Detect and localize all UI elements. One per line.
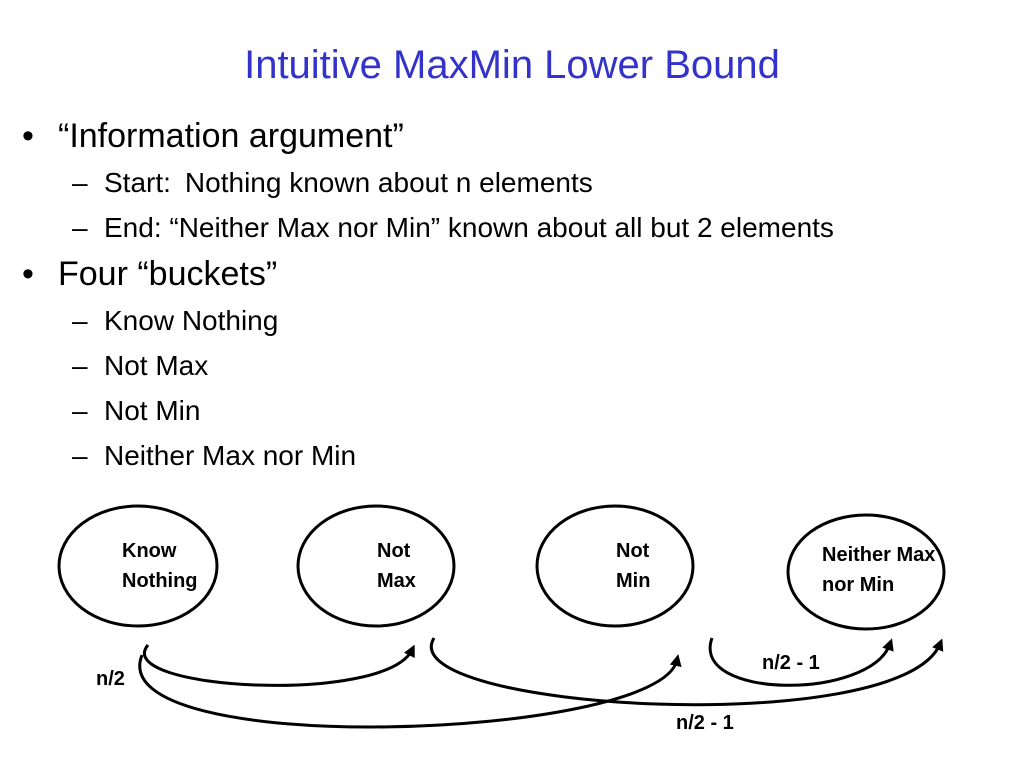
sub-bullet-start: – Start: Nothing known about n elements — [22, 160, 834, 205]
sub-bullet-lead: Start: — [104, 167, 171, 198]
bullet-text: “Information argument” — [58, 117, 404, 155]
node-label-neither: Neither Max nor Min — [822, 544, 936, 596]
node-know-nothing — [57, 504, 219, 628]
slide-title: Intuitive MaxMin Lower Bound — [244, 43, 780, 87]
node-label-not-min: Not Min — [616, 540, 651, 592]
edge-not-min-to-neither — [708, 637, 894, 687]
bullet-four-buckets: • Four “buckets” — [22, 250, 834, 298]
sub-bullet-text: Not Min — [104, 395, 201, 426]
edge-label-n-over-2: n/2 — [96, 668, 125, 690]
bullet-information-argument: • “Information argument” — [22, 112, 834, 160]
sub-bullet-text: Not Max — [104, 350, 209, 381]
sub-bullet-text: Know Nothing — [104, 305, 279, 336]
node-label-not-max: Not Max — [377, 540, 416, 592]
node-neither — [786, 513, 946, 631]
sub-bullet-neither: – Neither Max nor Min — [22, 433, 834, 478]
node-not-max — [296, 504, 456, 628]
sub-bullet-not-max: – Not Max — [22, 343, 834, 388]
edge-not-max-to-neither — [429, 637, 944, 707]
sub-bullet-mark: – — [72, 350, 88, 381]
sub-bullet-text: Neither Max nor Min — [104, 440, 357, 471]
bullet-list: • “Information argument” – Start: Nothing… — [22, 112, 834, 478]
sub-bullet-mark: – — [72, 305, 88, 336]
bullet-mark: • — [22, 117, 34, 155]
bullet-text: Four “buckets” — [58, 255, 278, 293]
bullet-mark: • — [22, 255, 34, 293]
sub-bullet-text: Nothing known about n elements — [184, 167, 593, 198]
sub-bullet-not-min: – Not Min — [22, 388, 834, 433]
edge-label-not-min-to-neither: n/2 - 1 — [762, 652, 820, 674]
node-label-know-nothing: Know Nothing — [122, 540, 198, 592]
sub-bullet-mark: – — [72, 440, 88, 471]
sub-bullet-mark: – — [72, 395, 88, 426]
edge-label-not-max-to-neither: n/2 - 1 — [676, 712, 734, 734]
node-not-min — [535, 504, 695, 628]
sub-bullet-end: – End: “Neither Max nor Min” known about… — [22, 205, 834, 250]
sub-bullet-text: End: “Neither Max nor Min” known about a… — [104, 212, 834, 243]
sub-bullet-mark: – — [72, 167, 88, 198]
edge-know-nothing-to-not-min — [138, 654, 682, 729]
sub-bullet-mark: – — [72, 212, 88, 243]
edge-know-nothing-to-not-max — [143, 644, 415, 687]
sub-bullet-know-nothing: – Know Nothing — [22, 298, 834, 343]
